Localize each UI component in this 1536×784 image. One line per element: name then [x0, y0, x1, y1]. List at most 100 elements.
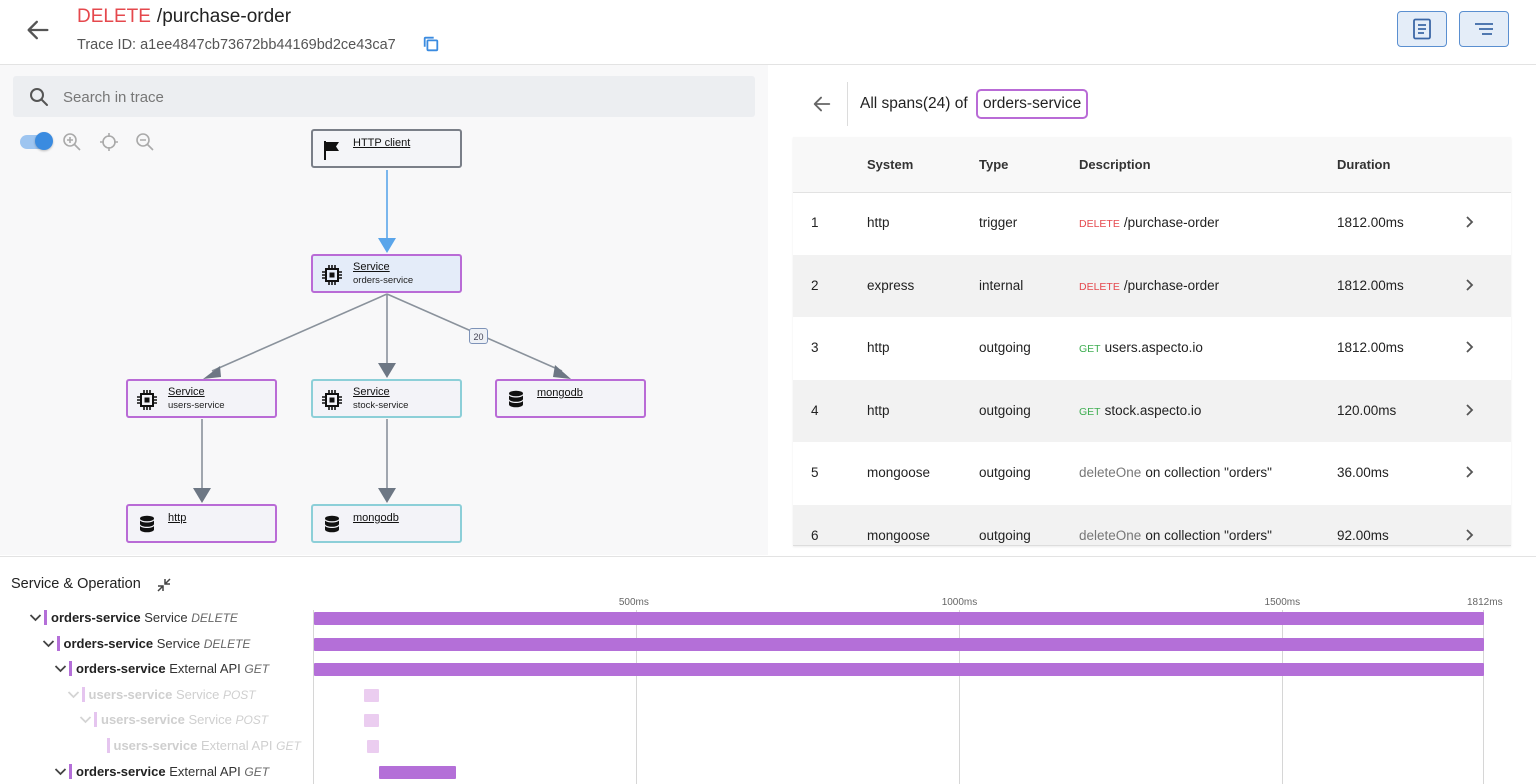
- node-http[interactable]: http: [126, 504, 277, 543]
- span-duration-bar[interactable]: [364, 714, 379, 728]
- back-arrow-icon[interactable]: [24, 16, 52, 44]
- span-system: mongoose: [867, 465, 931, 480]
- trace-search[interactable]: [13, 76, 755, 119]
- zoom-in-icon[interactable]: [62, 132, 82, 152]
- chevron-down-icon[interactable]: [53, 764, 68, 779]
- span-duration: 120.00ms: [1337, 402, 1397, 418]
- graph-toggle[interactable]: [20, 132, 53, 150]
- span-operation: POST: [222, 687, 256, 702]
- service-filter-chip[interactable]: orders-service: [976, 89, 1089, 119]
- node-label: Service: [168, 386, 205, 398]
- grid-line: [635, 610, 637, 784]
- timeline-axis: [313, 610, 314, 784]
- node-mongodb[interactable]: mongodb: [495, 379, 646, 418]
- chevron-down-icon[interactable]: [66, 687, 81, 702]
- chevron-down-icon[interactable]: [78, 712, 93, 727]
- node-http-client[interactable]: HTTP client: [311, 129, 462, 168]
- spans-heading: All spans(24) of: [860, 95, 968, 112]
- copy-icon[interactable]: [422, 35, 440, 53]
- span-duration-bar[interactable]: [364, 688, 379, 702]
- search-input[interactable]: [61, 76, 725, 119]
- service-name: users-service: [101, 712, 185, 728]
- span-kind: Service: [144, 610, 188, 625]
- span-operation: GET: [244, 662, 270, 677]
- chevron-right-icon[interactable]: [1461, 527, 1477, 543]
- span-duration: 92.00ms: [1337, 527, 1389, 543]
- span-type: outgoing: [979, 402, 1031, 418]
- span-operation: DELETE: [203, 636, 251, 651]
- span-target: on collection "orders": [1145, 465, 1272, 480]
- node-users-service[interactable]: Service users-service: [126, 379, 277, 418]
- span-type: outgoing: [979, 465, 1031, 480]
- span-tree-row[interactable]: users-service External API GET: [0, 736, 312, 756]
- span-target: users.aspecto.io: [1104, 340, 1203, 355]
- span-duration: 1812.00ms: [1337, 340, 1404, 355]
- timeline-view-button[interactable]: [1459, 11, 1509, 47]
- back-arrow-icon[interactable]: [811, 93, 833, 115]
- node-label: HTTP client: [353, 137, 411, 149]
- service-color-marker: [69, 661, 72, 677]
- span-duration-bar[interactable]: [378, 765, 457, 779]
- chevron-down-icon[interactable]: [28, 610, 43, 625]
- span-tree-row[interactable]: orders-service External API GET: [0, 762, 312, 782]
- edge-count-badge: 20: [469, 328, 488, 344]
- service-color-marker: [94, 712, 97, 728]
- arrowhead: [553, 365, 571, 379]
- http-method: DELETE: [77, 6, 151, 27]
- chevron-down-icon[interactable]: [41, 636, 56, 651]
- node-orders-service[interactable]: Service orders-service: [311, 254, 462, 293]
- flag-icon: [324, 141, 339, 160]
- span-tree-row[interactable]: users-service Service POST: [0, 710, 312, 730]
- span-operation: DELETE: [191, 611, 238, 625]
- span-method: DELETE: [1079, 218, 1120, 230]
- span-tree-row[interactable]: orders-service External API GET: [0, 659, 312, 679]
- timeline-title: Service & Operation: [11, 576, 141, 592]
- span-tree-row[interactable]: users-service Service POST: [0, 685, 312, 705]
- node-mongodb-stock[interactable]: mongodb: [311, 504, 462, 543]
- chevron-right-icon[interactable]: [1461, 464, 1477, 480]
- column-system[interactable]: System: [867, 157, 914, 172]
- span-duration-bar[interactable]: [314, 637, 1484, 651]
- span-tree-label: orders-service Service DELETE: [64, 634, 251, 654]
- chevron-down-icon[interactable]: [53, 661, 68, 676]
- zoom-out-icon[interactable]: [135, 132, 155, 152]
- document-view-button[interactable]: [1397, 11, 1447, 47]
- span-duration-bar[interactable]: [314, 612, 1484, 625]
- span-system: http: [867, 340, 890, 355]
- span-duration-bar[interactable]: [366, 740, 379, 753]
- span-duration-bar[interactable]: [314, 663, 1484, 677]
- span-tree-row[interactable]: orders-service Service DELETE: [0, 608, 312, 628]
- span-index: 4: [811, 402, 819, 418]
- column-description[interactable]: Description: [1079, 157, 1151, 172]
- node-stock-service[interactable]: Service stock-service: [311, 379, 462, 418]
- chevron-right-icon[interactable]: [1461, 214, 1477, 230]
- span-index: 6: [811, 527, 819, 543]
- service-color-marker: [56, 635, 60, 651]
- collapse-icon[interactable]: [156, 577, 172, 593]
- grid-line: [958, 610, 960, 784]
- span-system: mongoose: [867, 527, 931, 543]
- chevron-right-icon[interactable]: [1461, 339, 1477, 355]
- span-duration: 1812.00ms: [1337, 215, 1404, 230]
- node-label: Service: [353, 386, 390, 398]
- arrowhead: [203, 366, 221, 379]
- chevron-right-icon[interactable]: [1461, 277, 1477, 293]
- span-tree-row[interactable]: orders-service Service DELETE: [0, 634, 312, 654]
- column-type[interactable]: Type: [979, 157, 1009, 172]
- column-duration[interactable]: Duration: [1337, 157, 1391, 172]
- span-kind: External API: [169, 763, 241, 779]
- database-icon: [509, 390, 523, 408]
- arrowhead: [193, 488, 211, 503]
- service-name: users-service: [88, 686, 173, 702]
- center-focus-icon[interactable]: [99, 132, 119, 152]
- chevron-right-icon[interactable]: [1461, 402, 1477, 418]
